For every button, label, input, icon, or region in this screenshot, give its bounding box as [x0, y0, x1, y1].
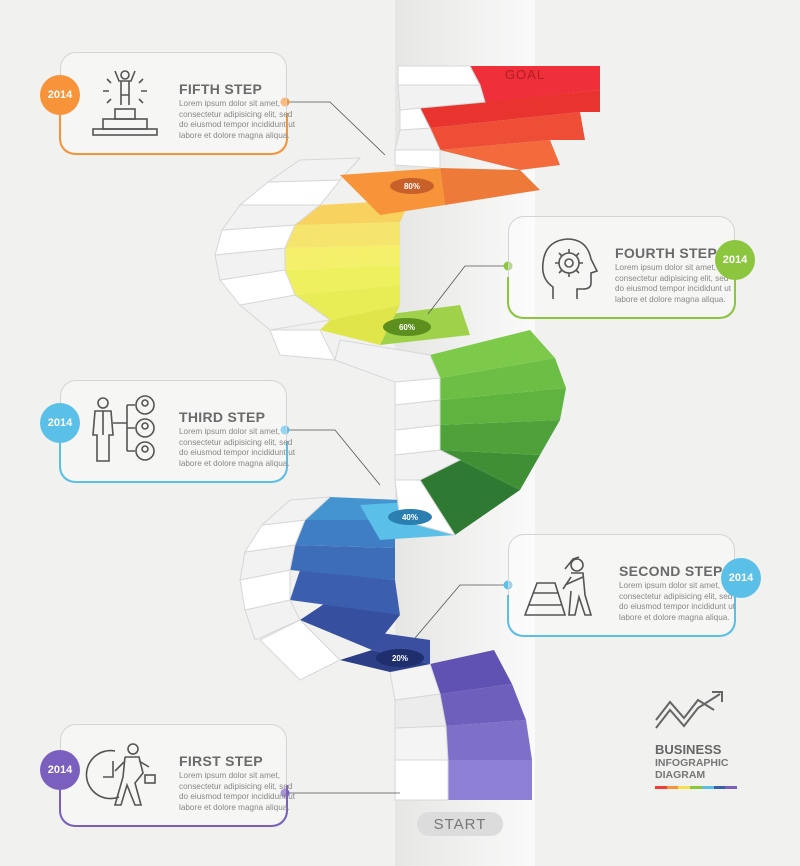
stair-flight-purple: [389, 650, 532, 801]
card-accent: [59, 113, 288, 155]
landing-label-4: 80%: [390, 178, 434, 194]
landing-label-1: 20%: [376, 649, 424, 667]
winner-podium-icon: [92, 70, 158, 136]
brand-color-bar: [655, 786, 738, 789]
card-accent: [507, 595, 736, 637]
runner-clock-icon: [85, 743, 156, 806]
start-label: START: [417, 812, 503, 836]
step-description: Lorem ipsum dolor sit amet, consectetur …: [179, 771, 296, 812]
landing-label-20: 20%: [392, 654, 408, 663]
brand-line-1: BUSINESS: [655, 742, 722, 757]
step-description: Lorem ipsum dolor sit amet, consectetur …: [179, 99, 296, 140]
year-badge-fifth: 2014: [40, 75, 80, 115]
stair-flight-green: [334, 305, 566, 536]
year-badge-third: 2014: [40, 403, 80, 443]
step-card-second: SECOND STEP Lorem ipsum dolor sit amet, …: [507, 534, 736, 637]
manager-team-icon: [92, 395, 155, 462]
step-title: THIRD STEP: [179, 409, 266, 425]
landing-label-2: 40%: [388, 509, 432, 525]
goal-label: GOAL: [505, 67, 545, 82]
year-badge-first: 2014: [40, 750, 80, 790]
step-title: SECOND STEP: [619, 563, 723, 579]
step-card-third: THIRD STEP Lorem ipsum dolor sit amet, c…: [59, 380, 295, 483]
zigzag-arrows-icon: [655, 691, 723, 729]
brand-line-3: DIAGRAM: [655, 769, 706, 781]
step-title: FIFTH STEP: [179, 81, 263, 97]
step-card-fifth: FIFTH STEP Lorem ipsum dolor sit amet, c…: [59, 52, 295, 155]
brand-block: BUSINESS INFOGRAPHIC DIAGRAM: [655, 742, 765, 789]
head-gear-icon: [541, 238, 599, 299]
year-badge-fourth: 2014: [715, 240, 755, 280]
landing-label-80: 80%: [404, 182, 420, 191]
card-accent: [59, 785, 288, 827]
stair-flight-yellow: [214, 157, 445, 361]
landing-label-3: 60%: [383, 318, 431, 336]
step-description: Lorem ipsum dolor sit amet, consectetur …: [179, 427, 296, 468]
step-title: FIRST STEP: [179, 753, 263, 769]
connector-fourth: [427, 265, 508, 315]
landing-label-60: 60%: [399, 323, 415, 332]
card-accent: [507, 277, 736, 319]
step-description: Lorem ipsum dolor sit amet, consectetur …: [615, 263, 732, 304]
landing-label-40: 40%: [402, 513, 418, 522]
step-title: FOURTH STEP: [615, 245, 718, 261]
card-accent: [59, 441, 288, 483]
connector-second: [414, 584, 508, 639]
connector-fifth: [285, 101, 386, 156]
stair-flight-red: [394, 65, 600, 205]
worker-pushing-pyramid-icon: [523, 556, 593, 616]
connector-third: [285, 429, 381, 486]
year-badge-second: 2014: [721, 558, 761, 598]
step-card-first: FIRST STEP Lorem ipsum dolor sit amet, c…: [59, 724, 295, 827]
step-card-fourth: FOURTH STEP Lorem ipsum dolor sit amet, …: [507, 216, 736, 319]
step-description: Lorem ipsum dolor sit amet, consectetur …: [619, 581, 736, 622]
brand-line-2: INFOGRAPHIC: [655, 757, 729, 769]
